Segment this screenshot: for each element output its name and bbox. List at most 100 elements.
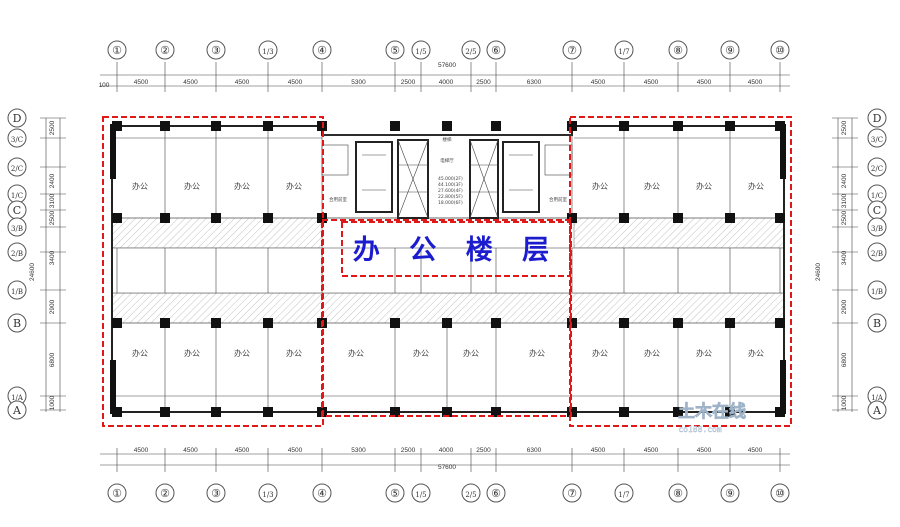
elevation-note-2: 27.600(4F): [438, 188, 463, 194]
axis-bottom-2: ③: [206, 483, 226, 503]
stair-left-label: 合用前室: [329, 196, 347, 203]
bottom-dim-9: 4500: [591, 447, 606, 454]
axis-left-4: C: [7, 200, 27, 220]
room-label-bottom-11: 办公: [748, 348, 764, 358]
right-dim-3: 2500: [841, 210, 848, 225]
left-dim-6: 6800: [49, 352, 56, 367]
elevation-note-3: 22.800(5F): [438, 194, 463, 200]
axis-right-9-label: 1/A: [871, 394, 884, 402]
stair-right-label: 合用前室: [549, 196, 567, 203]
axis-left-0: D: [7, 108, 27, 128]
banner-title: 办 公 楼 层: [353, 235, 559, 266]
axis-right-8: B: [867, 313, 887, 333]
axis-left-2: 2/C: [7, 157, 27, 177]
axis-left-9-label: 1/A: [11, 394, 24, 402]
top-dim-9: 4500: [591, 79, 606, 86]
axis-left-5: 3/B: [7, 217, 27, 237]
top-dim-1: 4500: [183, 79, 198, 86]
corridor-band: [111, 247, 785, 294]
axis-left-2-label: 2/C: [11, 165, 23, 173]
axis-top-3-label: 1/3: [262, 48, 273, 56]
right-dim-2: 3100: [841, 193, 848, 208]
axis-top-11-label: ⑧: [673, 44, 683, 57]
axis-right-2: 2/C: [867, 157, 887, 177]
axis-bottom-11-label: ⑧: [673, 487, 683, 500]
axis-bottom-10: 1/7: [614, 483, 634, 503]
axis-top-6-label: 1/5: [415, 48, 426, 56]
top-dim-3: 4500: [288, 79, 303, 86]
bottom-dim-10: 4500: [644, 447, 659, 454]
axis-left-4-label: C: [13, 204, 21, 217]
room-label-bottom-3: 办公: [286, 348, 302, 358]
axis-right-4-label: C: [873, 204, 881, 217]
building-outline: [111, 125, 785, 413]
axis-top-8: ⑥: [486, 40, 506, 60]
axis-right-7-label: 1/B: [871, 288, 883, 296]
right-axis-bubbles: D3/C2/C1/CC3/B2/B1/BB1/AA: [867, 108, 887, 420]
axis-top-12: ⑨: [720, 40, 740, 60]
side-total-left: 24600: [29, 263, 36, 281]
axis-left-1: 3/C: [7, 128, 27, 148]
bottom-dim-3: 4500: [288, 447, 303, 454]
axis-left-5-label: 3/B: [11, 225, 23, 233]
room-label-top-0: 办公: [132, 181, 148, 191]
axis-right-4: C: [867, 200, 887, 220]
axis-bottom-5-label: ⑤: [390, 487, 400, 500]
bottom-dim-11: 4500: [697, 447, 712, 454]
room-label-bottom-5: 办公: [413, 348, 429, 358]
axis-right-7: 1/B: [867, 280, 887, 300]
axis-bottom-4-label: ④: [317, 487, 327, 500]
axis-left-7: 1/B: [7, 280, 27, 300]
room-label-bottom-2: 办公: [234, 348, 250, 358]
bottom-dim-2: 4500: [235, 447, 250, 454]
axis-bottom-7-label: 2/5: [465, 491, 476, 499]
axis-top-10-label: 1/7: [618, 48, 629, 56]
room-label-bottom-10: 办公: [696, 348, 712, 358]
axis-left-0-label: D: [13, 112, 22, 125]
bottom-dimension-texts: 4500 4500 4500 4500 5300 2500 4000 2500 6300 4500…: [134, 447, 763, 454]
axis-left-10: A: [7, 400, 27, 420]
axis-top-2-label: ③: [211, 44, 221, 57]
top-dim-4: 5300: [351, 79, 366, 86]
axis-bottom-12: ⑨: [720, 483, 740, 503]
axis-right-6: 2/B: [867, 242, 887, 262]
axis-right-3-label: 1/C: [871, 192, 883, 200]
right-dim-1: 2400: [841, 173, 848, 188]
axis-top-8-label: ⑥: [491, 44, 501, 57]
axis-right-0: D: [867, 108, 887, 128]
right-dim-6: 6800: [841, 352, 848, 367]
axis-bottom-0-label: ①: [112, 487, 122, 500]
room-label-bottom-1: 办公: [184, 348, 200, 358]
axis-top-1-label: ②: [160, 44, 170, 57]
axis-right-10: A: [867, 400, 887, 420]
axis-right-8-label: B: [873, 317, 881, 330]
room-label-top-3: 办公: [286, 181, 302, 191]
start-dim-top: 100: [99, 82, 110, 89]
axis-right-0-label: D: [873, 112, 882, 125]
bottom-dim-5: 2500: [401, 447, 416, 454]
room-label-top-6: 办公: [696, 181, 712, 191]
room-label-top-5: 办公: [644, 181, 660, 191]
top-dim-10: 4500: [644, 79, 659, 86]
top-dim-11: 4500: [697, 79, 712, 86]
bottom-dim-6: 4000: [439, 447, 454, 454]
right-dim-4: 3400: [841, 250, 848, 265]
axis-top-2: ③: [206, 40, 226, 60]
axis-top-3: 1/3: [258, 40, 278, 60]
axis-left-10-label: A: [12, 404, 22, 417]
axis-top-11: ⑧: [668, 40, 688, 60]
left-dim-3: 2500: [49, 210, 56, 225]
axis-bottom-3-label: 1/3: [262, 491, 273, 499]
axis-right-6-label: 2/B: [871, 250, 883, 258]
room-label-bottom-0: 办公: [132, 348, 148, 358]
bottom-dim-8: 6300: [527, 447, 542, 454]
bottom-dim-7: 2500: [476, 447, 491, 454]
bottom-dim-4: 5300: [351, 447, 366, 454]
elevation-note-1: 44.100(3F): [438, 182, 463, 188]
axis-top-5-label: ⑤: [390, 44, 400, 57]
axis-bottom-8: ⑥: [486, 483, 506, 503]
elevation-note-0: 45.000(2F): [438, 176, 463, 182]
axis-right-3: 1/C: [867, 184, 887, 204]
right-dim-5: 2900: [841, 299, 848, 314]
